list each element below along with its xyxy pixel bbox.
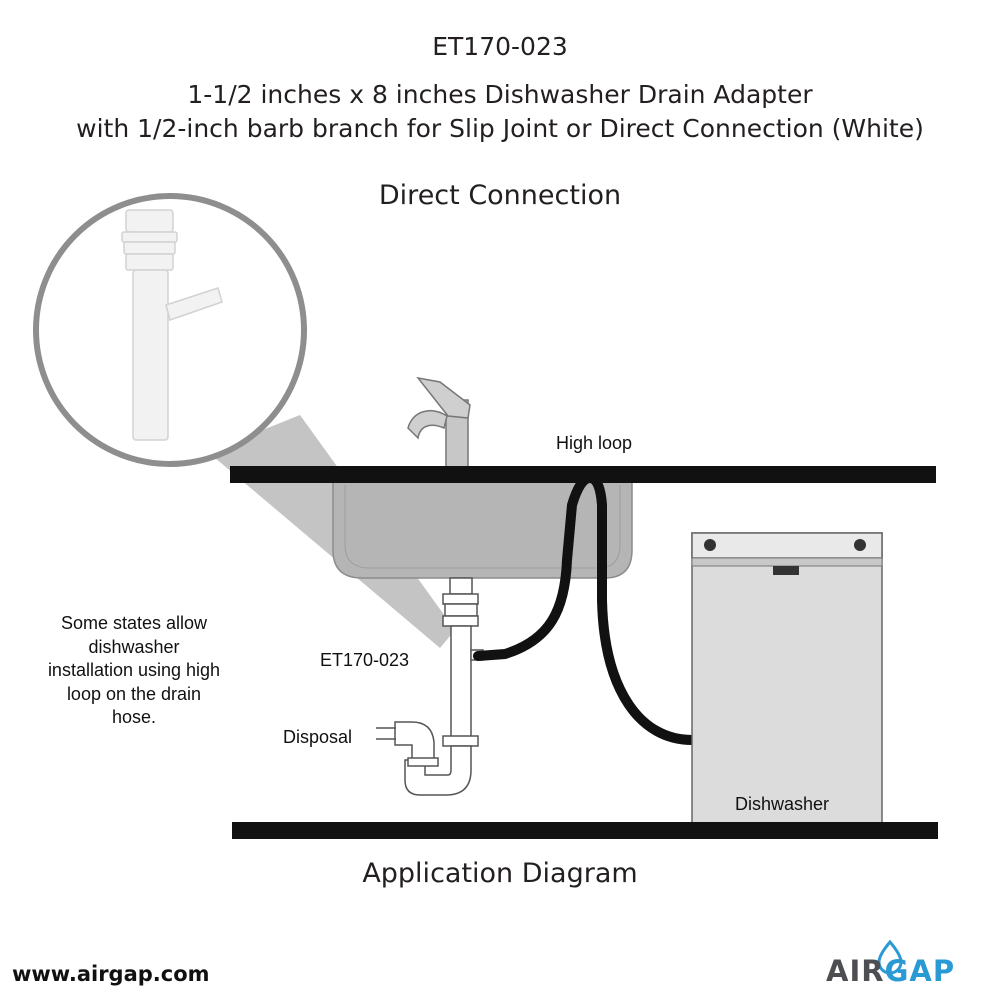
water-drop-icon	[877, 939, 903, 975]
part-number-label: ET170-023	[320, 650, 410, 670]
sink-inner-rim	[344, 485, 621, 569]
high-loop-label: High loop	[556, 433, 633, 453]
logo-gap: GAP	[884, 954, 956, 988]
airgap-logo: AIRGAP	[826, 954, 955, 988]
application-diagram-title: Application Diagram	[362, 858, 638, 889]
disposal-label: Disposal	[283, 727, 353, 747]
magnifier-circle-icon	[33, 193, 307, 467]
floor	[232, 822, 938, 839]
product-adapter-image	[121, 209, 223, 441]
dishwasher-knob-left	[704, 539, 716, 551]
dishwasher	[691, 532, 883, 824]
product-description-line-1: 1-1/2 inches x 8 inches Dishwasher Drain…	[187, 80, 813, 109]
drain-hose	[473, 472, 697, 745]
logo-air: AIR	[826, 954, 885, 988]
dishwasher-knob-right	[854, 539, 866, 551]
website-link[interactable]: www.airgap.com	[12, 962, 210, 986]
installation-note: Some states allow dishwasher installatio…	[47, 613, 221, 727]
section-title: Direct Connection	[378, 180, 622, 211]
countertop	[230, 466, 936, 483]
faucet-icon	[407, 376, 471, 469]
disposal-outlet	[376, 727, 396, 740]
sink-basin	[332, 481, 633, 579]
product-description-line-2: with 1/2-inch barb branch for Slip Joint…	[76, 114, 924, 143]
dishwasher-handle	[773, 566, 799, 575]
product-code-title: ET170-023	[432, 32, 568, 61]
drain-pipe	[394, 577, 484, 796]
dishwasher-label: Dishwasher	[735, 794, 830, 814]
